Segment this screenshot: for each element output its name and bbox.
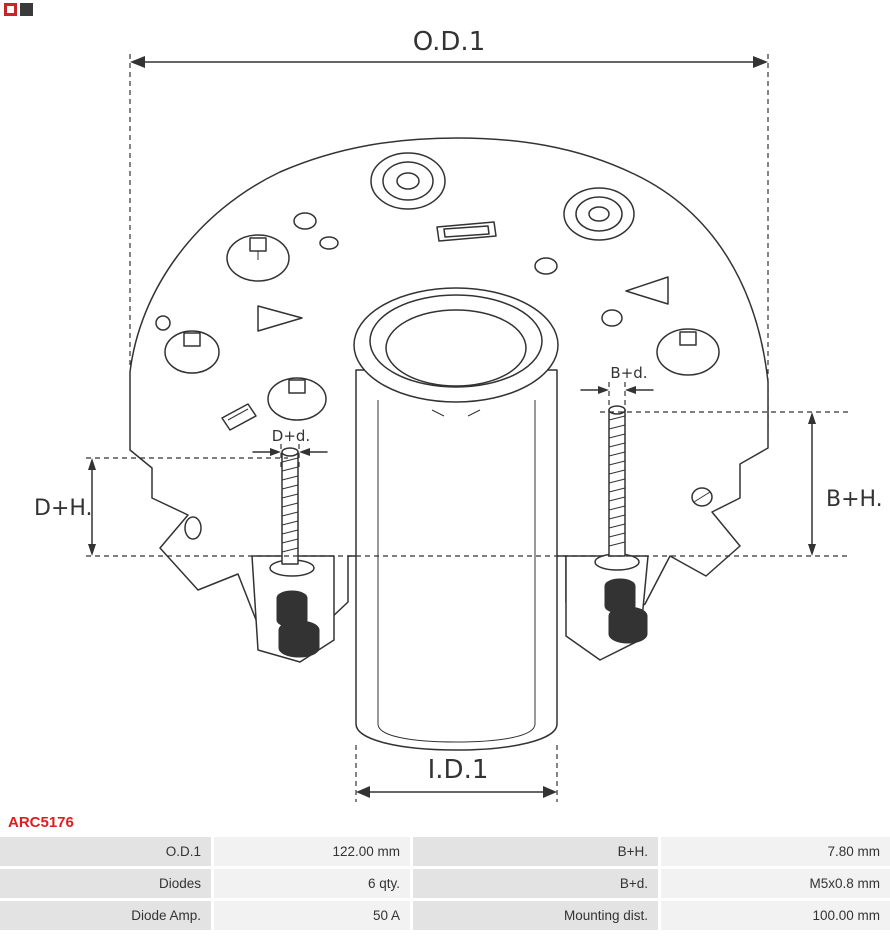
center-bore [353,287,559,751]
spec-table: O.D.1 122.00 mm B+H. 7.80 mm Diodes 6 qt… [0,837,890,930]
spec-label-bd: B+d. [413,869,658,898]
brand-logo [4,3,33,16]
spec-value-bh: 7.80 mm [661,837,890,866]
spec-value-diode-amp: 50 A [214,901,410,930]
screw-hole-right [691,487,713,507]
spec-label-mounting: Mounting dist. [413,901,658,930]
dim-label-dd: D+d. [272,427,310,445]
diode-boss-1 [226,234,290,282]
triangle-cutout-left [257,305,303,332]
dim-label-od1: O.D.1 [413,27,486,57]
brand-logo-dark-square [20,3,33,16]
dimension-bd: B+d. [580,364,654,406]
brand-logo-red-square [4,3,17,16]
dimension-od1: O.D.1 [129,27,769,428]
spec-label-od1: O.D.1 [0,837,211,866]
terminal-top-left [370,152,446,210]
dimension-id1: I.D.1 [355,745,558,802]
stud-right [608,405,626,557]
spec-value-diodes: 6 qty. [214,869,410,898]
foot-right [565,553,649,661]
diode-boss-4 [656,328,720,376]
spec-label-bh: B+H. [413,837,658,866]
dimension-dd: D+d. [252,427,328,470]
technical-drawing: O.D.1 [34,27,883,802]
triangle-cutout-right [625,276,669,305]
spec-value-od1: 122.00 mm [214,837,410,866]
spec-label-diodes: Diodes [0,869,211,898]
part-number: ARC5176 [8,814,74,831]
spec-value-mounting: 100.00 mm [661,901,890,930]
slot-left [221,403,257,431]
dim-label-dh: D+H. [34,496,93,521]
dim-label-bh: B+H. [826,487,883,512]
dimension-dh: D+H. [34,457,848,557]
diode-boss-3 [267,377,327,421]
stud-left [281,447,299,565]
foot-left [251,555,335,663]
dimension-bh: B+H. [600,411,883,556]
diode-boss-2 [164,330,220,374]
dim-label-id1: I.D.1 [428,755,489,785]
spec-label-diode-amp: Diode Amp. [0,901,211,930]
slot-top [436,221,497,242]
spec-value-bd: M5x0.8 mm [661,869,890,898]
terminal-top-right [563,187,635,241]
dim-label-bd: B+d. [610,364,647,382]
